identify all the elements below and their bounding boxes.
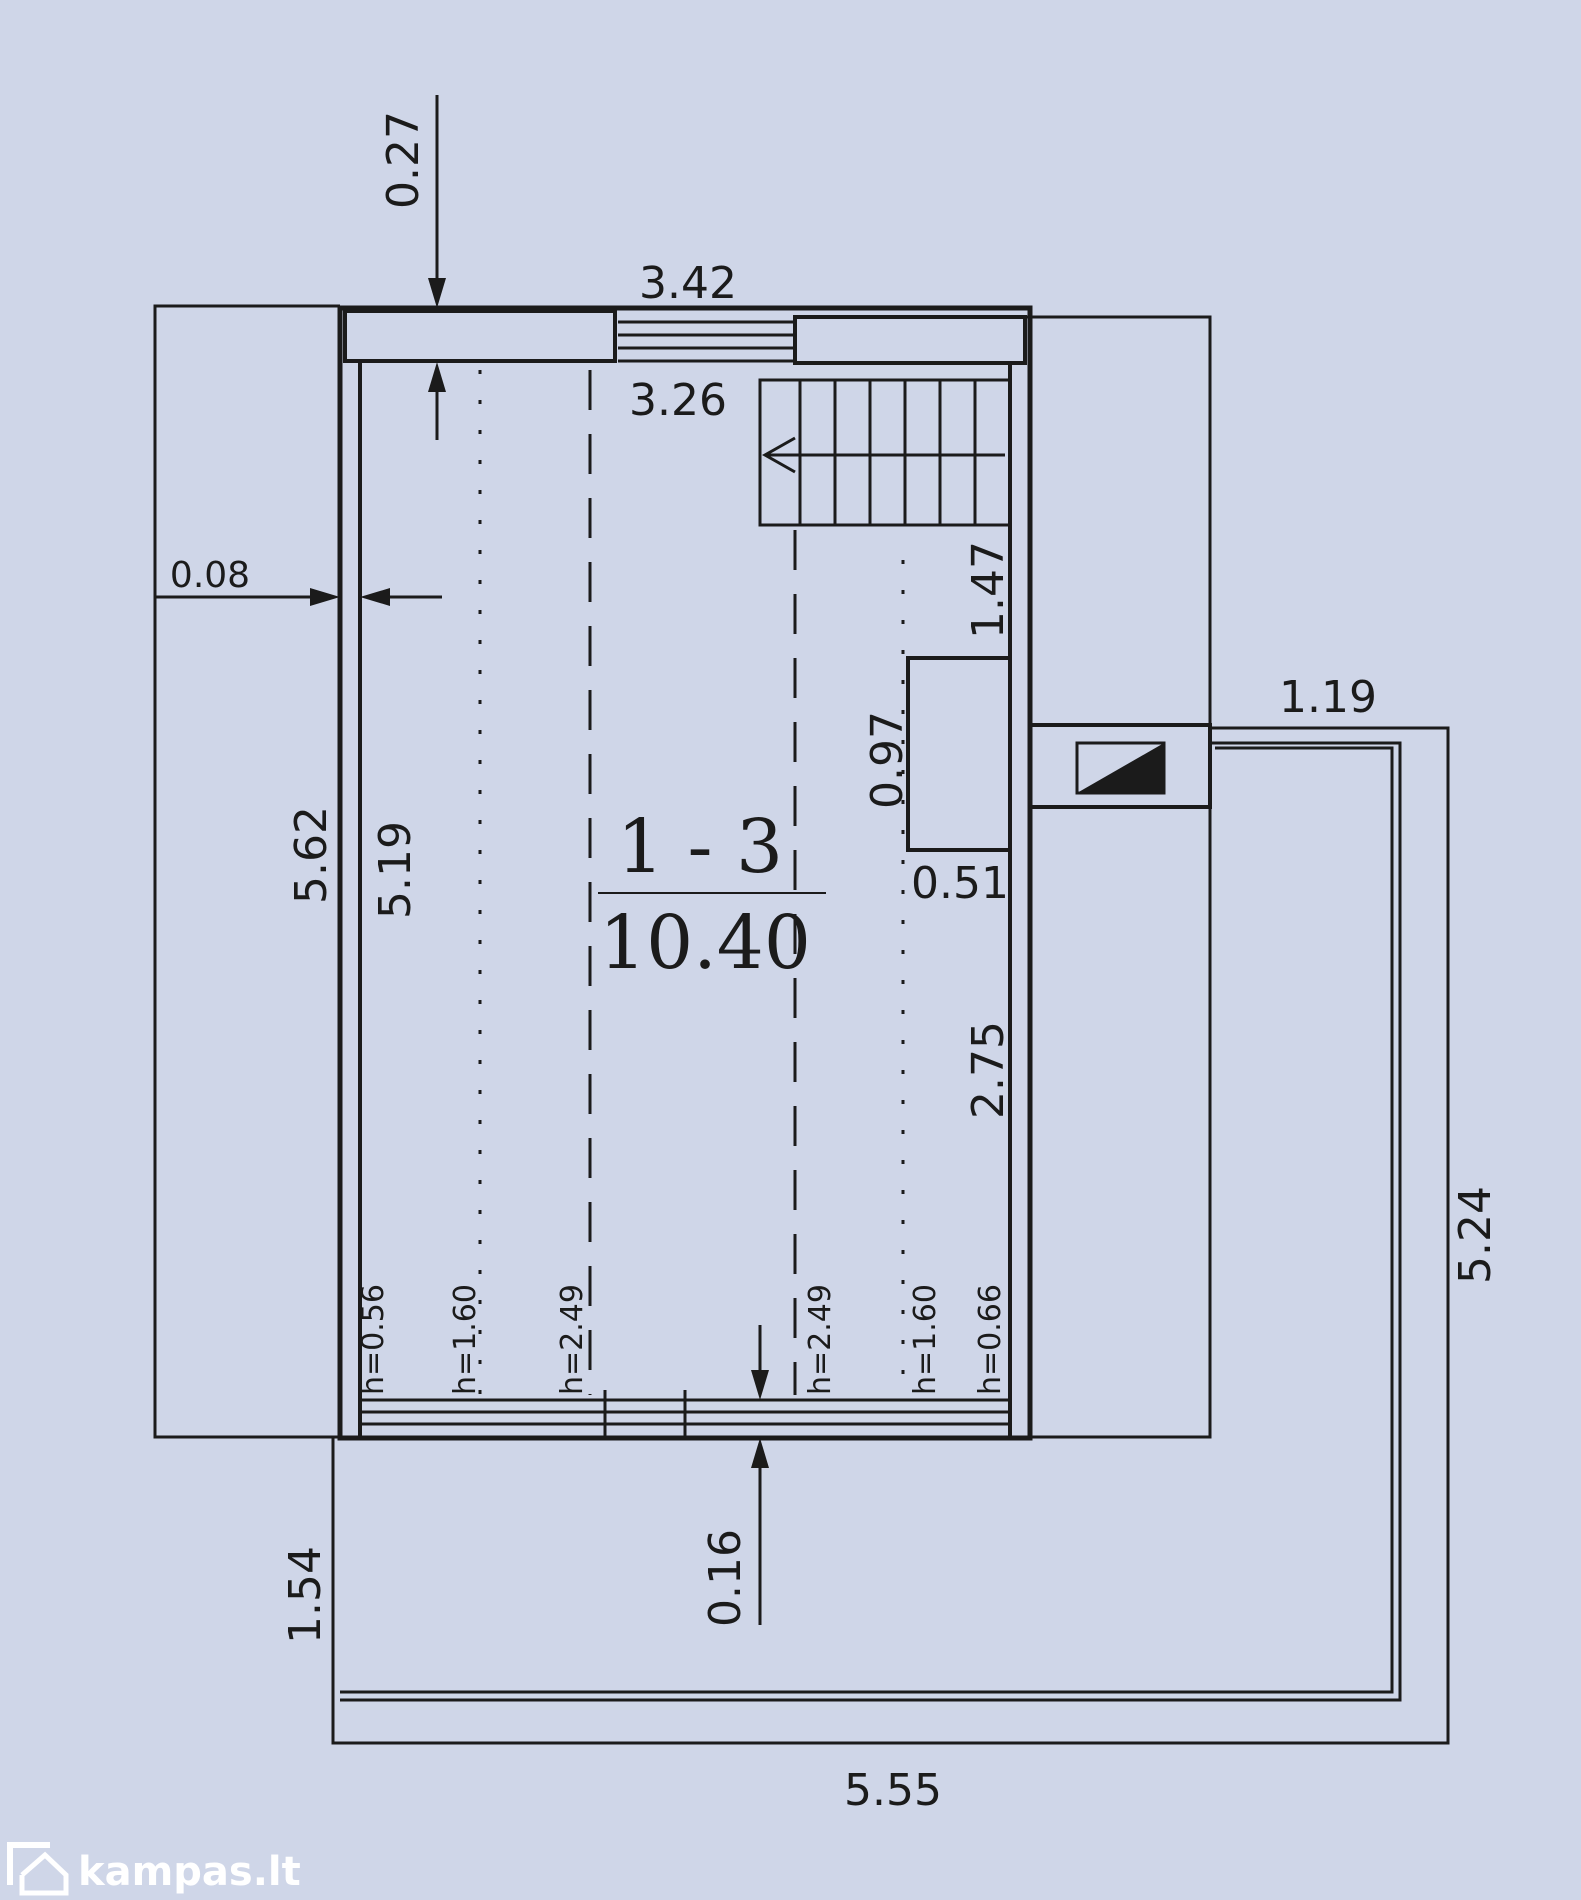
chimney — [1028, 723, 1212, 809]
dim-bottom-wall: 0.16 — [700, 1529, 751, 1627]
dim-outer-length: 5.62 — [286, 806, 337, 904]
outer-footprint — [153, 304, 1212, 1439]
dim-top-wall: 0.27 — [378, 111, 429, 209]
height-label: h=1.60 — [448, 1284, 483, 1395]
height-label: h=2.49 — [803, 1284, 838, 1395]
height-label: h=0.56 — [356, 1284, 391, 1395]
brand-label: kampas.lt — [78, 1849, 301, 1895]
dim-inner-length: 5.19 — [370, 821, 421, 919]
dim-outer-width: 3.42 — [639, 258, 737, 309]
wall-niche — [906, 656, 1012, 852]
dim-balcony-length: 5.24 — [1450, 1186, 1501, 1284]
height-label: h=0.66 — [973, 1284, 1008, 1395]
height-lines — [478, 370, 905, 1395]
dim-inner-width: 3.26 — [629, 375, 727, 426]
room-area: 10.40 — [599, 900, 811, 986]
dim-right-segment: 2.75 — [963, 1021, 1014, 1119]
dim-overall-width: 5.55 — [844, 1765, 942, 1816]
dim-niche-depth: 0.51 — [911, 858, 1009, 909]
dim-side-wall: 0.08 — [170, 555, 250, 596]
balcony — [331, 726, 1450, 1745]
staircase — [758, 378, 1012, 527]
height-label: h=1.60 — [908, 1284, 943, 1395]
watermark: kampas.lt — [7, 1842, 301, 1896]
height-label: h=2.49 — [555, 1284, 590, 1395]
dim-balcony-depth: 1.54 — [280, 1546, 331, 1644]
dim-stair-length: 1.47 — [963, 541, 1014, 639]
dim-balcony-width: 1.19 — [1279, 672, 1377, 723]
room-walls — [337, 305, 1033, 1441]
house-logo-icon — [7, 1842, 69, 1896]
dim-niche-length: 0.97 — [862, 711, 913, 809]
room-number: 1 - 3 — [617, 804, 783, 890]
dimension-arrows — [155, 95, 826, 1625]
